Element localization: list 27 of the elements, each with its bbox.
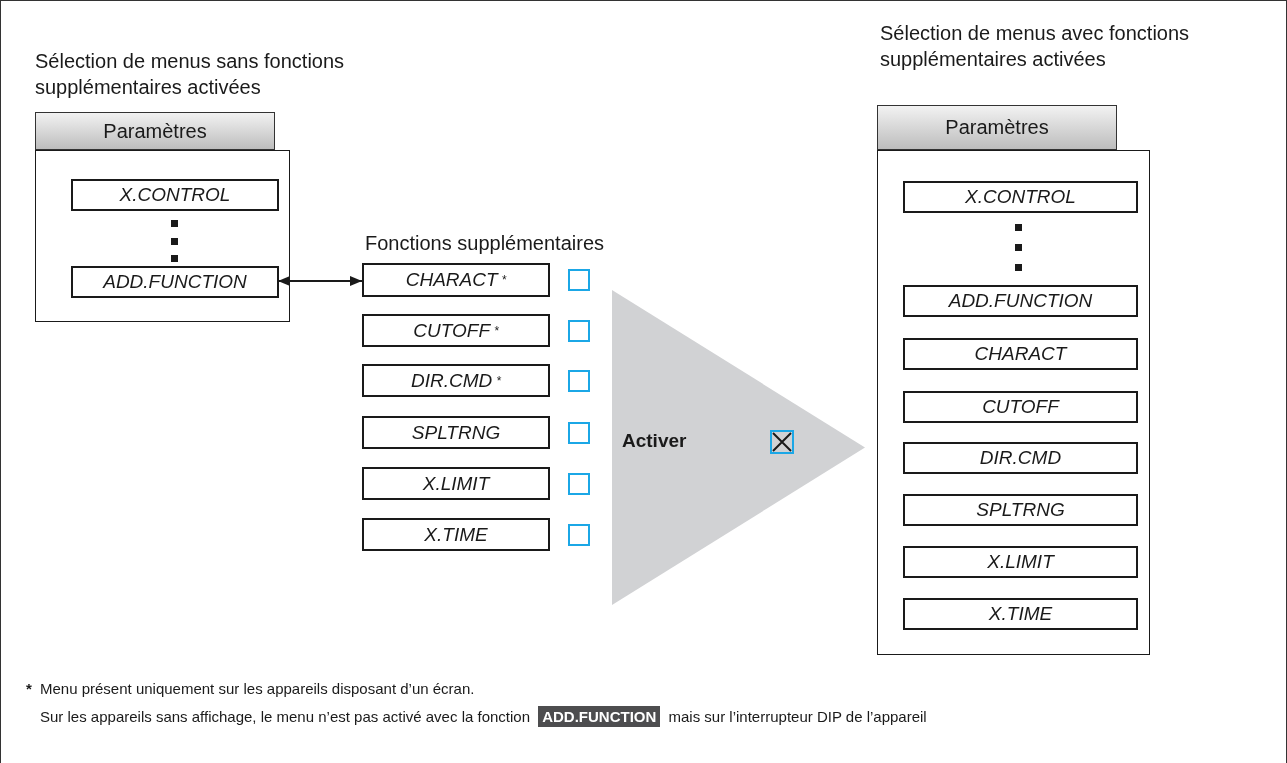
heading: Sélection de menus sans fonctions supplémentaires activées	[35, 49, 346, 100]
activation-triangle	[612, 290, 865, 605]
menu-item-box: X.CONTROL	[903, 181, 1138, 213]
menu-item-box: X.CONTROL	[71, 179, 279, 211]
menu-item-box: DIR.CMD	[903, 442, 1138, 474]
highlighted-term: ADD.FUNCTION	[538, 706, 661, 727]
menu-item-box: X.LIMIT	[903, 546, 1138, 578]
menu-panel	[877, 150, 1150, 655]
menu-item-box: ADD.FUNCTION	[903, 285, 1138, 317]
header-bar: Paramètres	[35, 112, 275, 150]
menu-item-box: SPLTRNG	[903, 494, 1138, 526]
section-heading: Fonctions supplémentaires	[365, 231, 605, 256]
action-label: Activer	[622, 430, 687, 452]
menu-item-box: CHARACT	[903, 338, 1138, 370]
heading: Sélection de menus avec fonctions supplémentaires activées	[880, 21, 1191, 72]
header-bar: Paramètres	[877, 105, 1117, 150]
menu-item-box: X.LIMIT	[362, 467, 550, 500]
menu-panel	[35, 150, 290, 322]
footnote-mark: *	[26, 679, 32, 699]
menu-item-box: CUTOFF	[903, 391, 1138, 423]
menu-item-box: X.TIME	[903, 598, 1138, 630]
footnote-text: Menu présent uniquement sur les appareils disposant d’un écran.	[40, 679, 475, 699]
footnote-text: Sur les appareils sans affichage, le menu n’est pas activé avec la fonction	[40, 708, 530, 725]
menu-item-box: ADD.FUNCTION	[71, 266, 279, 298]
footnote-text: mais sur l’interrupteur DIP de l’appareil	[668, 708, 927, 725]
menu-item-box: SPLTRNG	[362, 416, 550, 449]
menu-item-box: X.TIME	[362, 518, 550, 551]
